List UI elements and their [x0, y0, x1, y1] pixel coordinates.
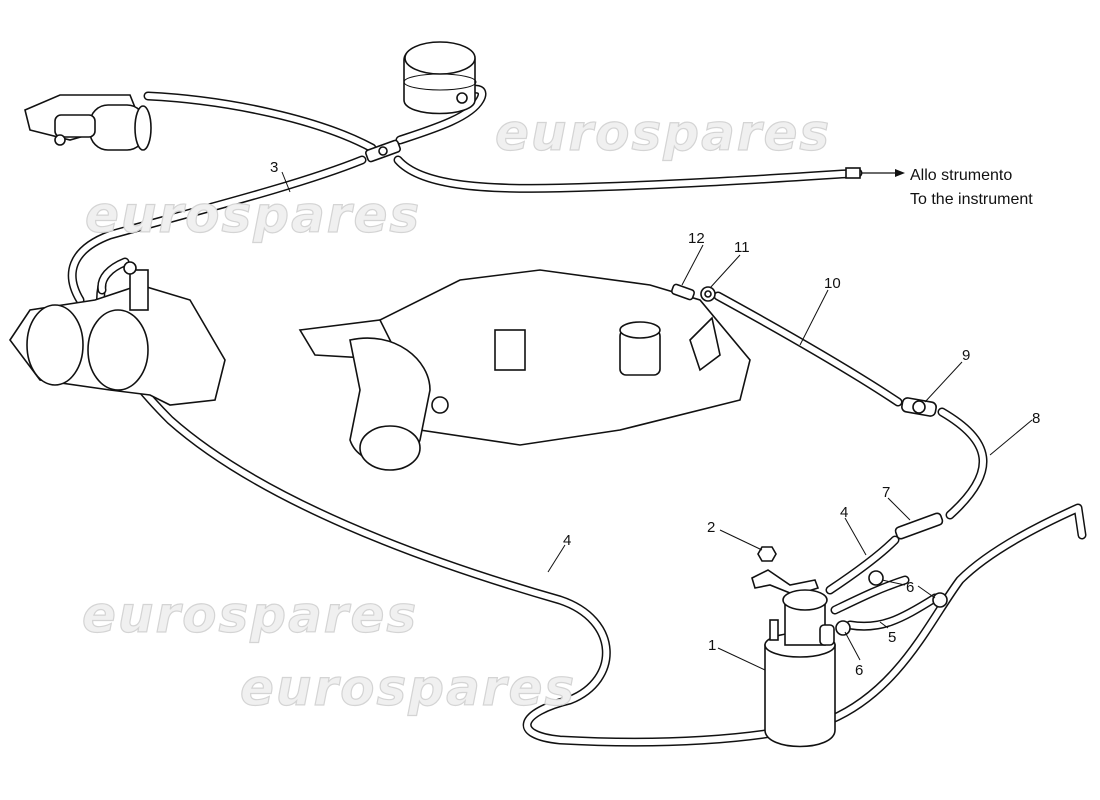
callout-10: 10 [824, 275, 841, 292]
callout-5: 5 [888, 629, 896, 646]
callout-11: 11 [734, 239, 750, 256]
charcoal-canister [764, 589, 836, 748]
callout-4: 4 [563, 532, 571, 549]
hose-3 [67, 155, 367, 305]
clamp-6b [835, 620, 851, 636]
hose-long-4 [95, 280, 1087, 747]
clamp-6a [868, 570, 948, 608]
callout-9: 9 [962, 347, 970, 364]
instrument-arrow [845, 167, 905, 179]
watermark: eurospares [495, 104, 831, 162]
hose-4-short [825, 535, 910, 615]
callout-12: 12 [688, 230, 705, 247]
annotation-italian: Allo strumento [910, 167, 1012, 184]
callout-2: 2 [707, 519, 715, 536]
vacuum-reservoir [403, 41, 477, 115]
fitting-12 [670, 283, 696, 301]
callout-6: 6 [855, 662, 863, 679]
callout-1: 1 [708, 637, 716, 654]
intake-plenum [298, 269, 751, 471]
callout-3: 3 [270, 159, 278, 176]
hose-5 [845, 593, 940, 631]
callout-7: 7 [882, 484, 890, 501]
bracket [751, 569, 820, 596]
nut-2 [757, 546, 777, 562]
watermark: eurospares [85, 186, 421, 244]
valve-9 [901, 397, 937, 417]
throttle-body [9, 261, 226, 406]
hose-10 [713, 291, 903, 407]
callout-4: 4 [840, 504, 848, 521]
annotation-english: To the instrument [910, 191, 1033, 208]
clamp-11 [700, 286, 716, 302]
t-connector [365, 139, 401, 163]
connector-7 [894, 512, 944, 540]
watermark: eurospares [240, 659, 576, 717]
callout-6: 6 [906, 579, 914, 596]
leader-lines [281, 171, 1033, 671]
vacuum-actuator [24, 94, 152, 151]
hose-8 [937, 407, 988, 520]
watermark: eurospares [82, 586, 418, 644]
hose-top [143, 84, 863, 193]
callout-8: 8 [1032, 410, 1040, 427]
